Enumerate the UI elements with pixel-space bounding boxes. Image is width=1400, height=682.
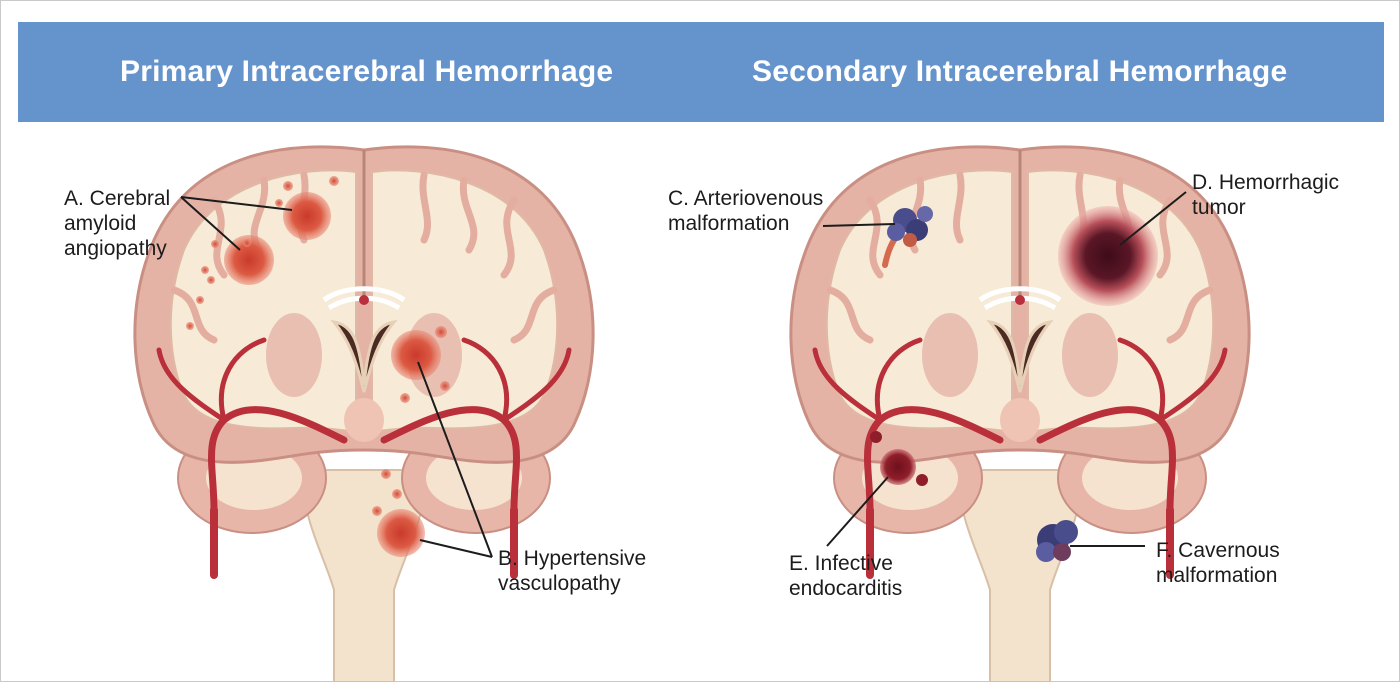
label-b-line-1: B. Hypertensive	[498, 547, 647, 570]
hemorrhagic-tumor	[1058, 206, 1158, 306]
label-hypertensive-vasculopathy: B. Hypertensive vasculopathy	[498, 546, 646, 596]
septic-emboli-hemorrhage	[870, 431, 928, 486]
label-a-line-1: A. Cerebral	[64, 187, 171, 210]
label-c-line-1: C. Arteriovenous	[668, 187, 824, 210]
deep-hemorrhage-pons	[377, 509, 425, 557]
label-cavernous-malformation: F. Cavernous malformation	[1156, 538, 1280, 588]
label-e-line-1: E. Infective	[789, 552, 893, 575]
label-b-line-2: vasculopathy	[498, 572, 621, 595]
label-infective-endocarditis: E. Infective endocarditis	[789, 551, 902, 601]
label-a-line-3: angiopathy	[64, 237, 167, 260]
label-f-line-1: F. Cavernous	[1156, 539, 1280, 562]
cavernous-malformation	[1036, 520, 1078, 562]
label-arteriovenous-malformation: C. Arteriovenous malformation	[668, 186, 823, 236]
label-d-line-1: D. Hemorrhagic	[1192, 171, 1340, 194]
secondary-ich-title: Secondary Intracerebral Hemorrhage	[752, 55, 1288, 88]
deep-hemorrhage-basal-ganglia	[391, 330, 441, 380]
header-banner	[18, 22, 1384, 122]
primary-ich-title: Primary Intracerebral Hemorrhage	[120, 55, 614, 88]
lobar-hemorrhage-1	[283, 192, 331, 240]
left-brain-illustration	[135, 147, 593, 682]
deep-microbleeds	[372, 326, 450, 516]
right-brain-illustration	[791, 147, 1249, 682]
label-cerebral-amyloid-angiopathy: A. Cerebral amyloid angiopathy	[64, 186, 170, 261]
label-a-line-2: amyloid	[64, 212, 137, 235]
label-d-line-2: tumor	[1192, 196, 1246, 219]
label-e-line-2: endocarditis	[789, 577, 903, 600]
label-f-line-2: malformation	[1156, 564, 1278, 587]
arteriovenous-malformation	[882, 206, 933, 268]
label-hemorrhagic-tumor: D. Hemorrhagic tumor	[1192, 170, 1339, 220]
microbleed-dots	[186, 176, 339, 330]
label-c-line-2: malformation	[668, 212, 790, 235]
leader-lines	[180, 191, 1187, 558]
